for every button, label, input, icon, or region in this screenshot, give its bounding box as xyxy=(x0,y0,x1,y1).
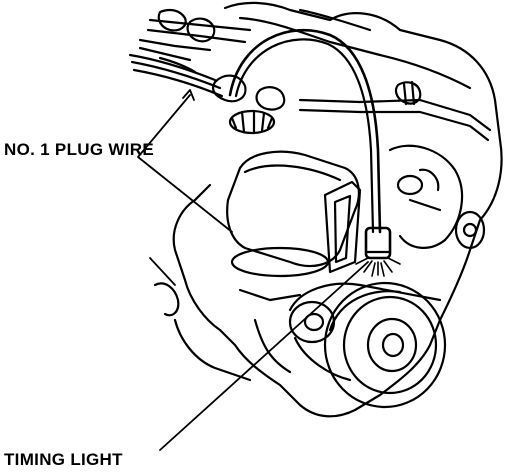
plug-wire-4 xyxy=(160,58,195,72)
upper-pipe xyxy=(150,20,250,30)
crank-pulley-hub xyxy=(383,334,403,356)
right-housing xyxy=(390,146,462,248)
timing-light-head xyxy=(366,228,390,258)
plug-boot xyxy=(213,76,245,102)
oil-cap-ridges xyxy=(232,111,272,133)
timing-cover-plate xyxy=(325,182,360,272)
timing-light-label: TIMING LIGHT xyxy=(4,450,123,469)
crank-pulley-mid xyxy=(344,297,436,393)
timing-light-cable-inner xyxy=(236,39,373,232)
drive-belt xyxy=(290,284,440,310)
right-casting xyxy=(410,170,440,210)
left-mount xyxy=(155,283,178,315)
block-leader xyxy=(150,258,175,285)
fuel-rail xyxy=(300,100,490,130)
plug-boot-2 xyxy=(257,87,285,109)
fuel-rail-2 xyxy=(300,110,488,140)
plug-wire-arrow xyxy=(183,90,194,100)
idler-hub xyxy=(305,314,323,330)
injector-rib-2 xyxy=(412,82,414,104)
left-edge xyxy=(175,320,250,380)
timing-light-cable xyxy=(230,30,380,232)
hose-connector xyxy=(159,10,186,30)
light-rays xyxy=(356,258,400,276)
valve-cover-edge xyxy=(240,18,470,88)
crank-pulley-outer xyxy=(325,283,445,407)
injector-rib-1 xyxy=(404,84,406,104)
lower-block xyxy=(240,290,300,300)
upper-pipe-2 xyxy=(148,30,245,42)
plug-wire-1 xyxy=(130,55,215,80)
timing-light-leader xyxy=(160,262,368,450)
right-bolt xyxy=(464,224,476,236)
distributor-lower xyxy=(232,248,328,276)
mount-boss xyxy=(398,176,422,194)
engine-block-outline xyxy=(174,3,502,416)
valve-cover-ridge xyxy=(300,10,370,30)
timing-cover-inner xyxy=(335,196,350,262)
plug-wire-2 xyxy=(132,62,220,88)
bracket xyxy=(140,40,210,60)
crank-pulley-inner xyxy=(368,319,416,371)
right-boss xyxy=(456,212,484,248)
hose-connector-2 xyxy=(188,19,215,42)
plug-wire-label: NO. 1 PLUG WIRE xyxy=(4,140,154,159)
idler-pulley xyxy=(290,302,334,342)
oil-cap xyxy=(230,111,274,133)
drive-belt-lower xyxy=(295,338,350,380)
plug-wire-leader xyxy=(138,95,232,232)
lower-block-2 xyxy=(255,320,290,372)
distributor-rim xyxy=(245,166,340,180)
